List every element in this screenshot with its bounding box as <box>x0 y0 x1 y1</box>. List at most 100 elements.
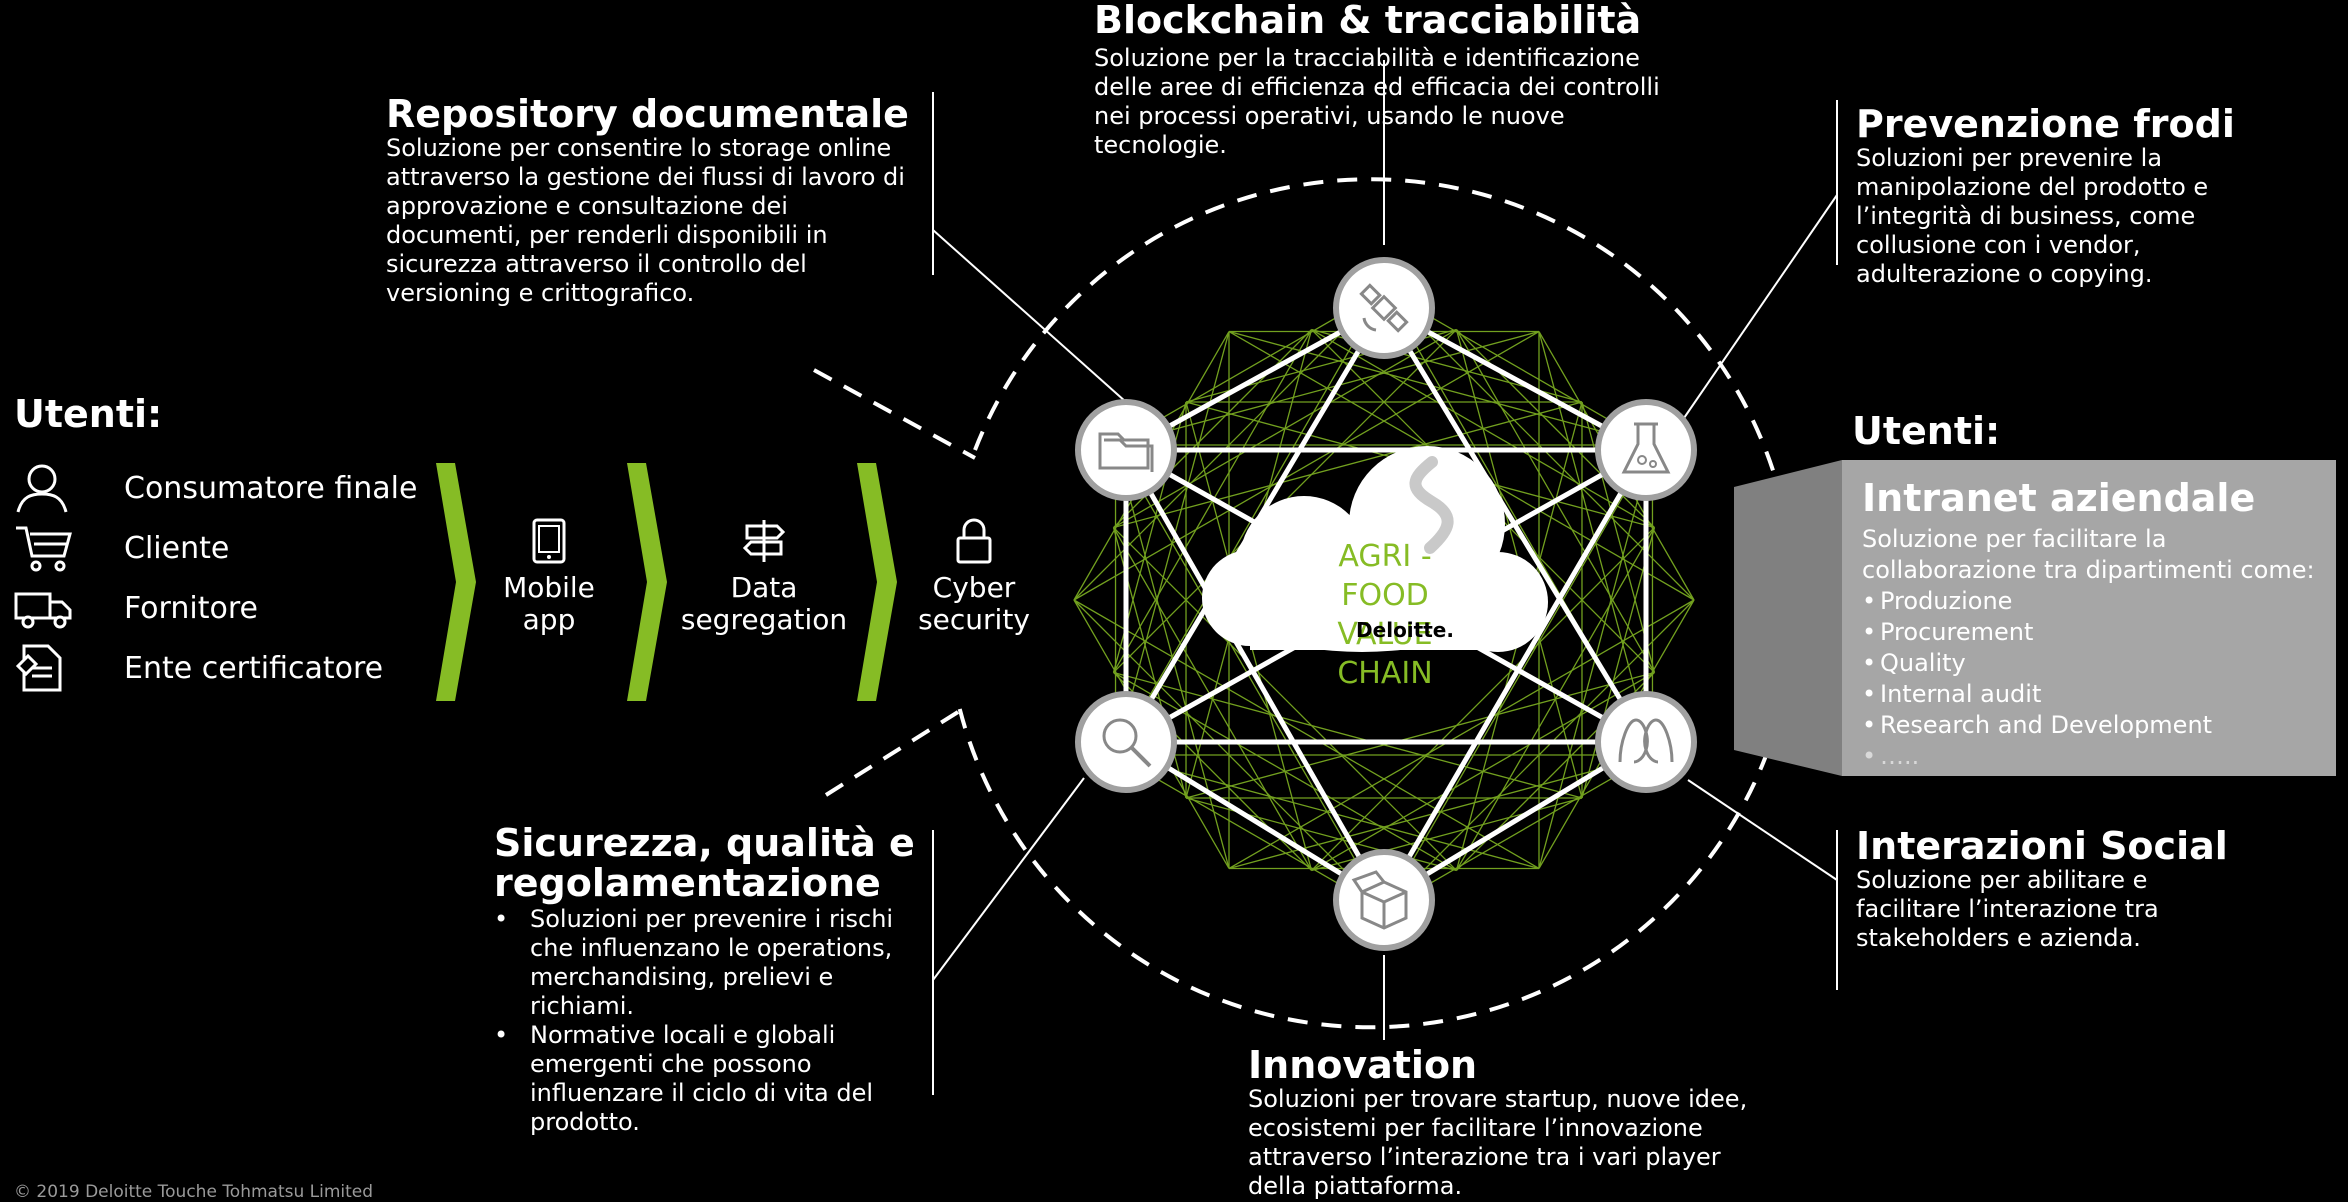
block-sicurezza: Sicurezza, qualità e regolamentazione So… <box>494 823 924 1137</box>
user-label: Ente certificatore <box>124 650 384 686</box>
mesh-line <box>1073 599 1540 870</box>
person-icon <box>14 458 78 518</box>
step-label-line2: app <box>522 603 576 636</box>
block-title-line2: regolamentazione <box>494 861 881 905</box>
bullet-item: Normative locali e globali emergenti che… <box>494 1021 924 1137</box>
block-title: Innovation <box>1248 1043 1478 1087</box>
block-repository: Repository documentale Soluzione per con… <box>386 94 926 308</box>
intranet-panel: Intranet aziendale Soluzione per facilit… <box>1842 460 2336 776</box>
body-line: tecnologie. <box>1094 131 1227 159</box>
mesh-line <box>1228 330 1653 446</box>
body-line: Normative locali e globali <box>530 1021 836 1049</box>
flask-icon <box>1595 399 1697 501</box>
block-body: Soluzioni per prevenire i rischi che inf… <box>494 905 924 1137</box>
deloitte-logo: Deloitte. <box>1356 618 1454 642</box>
bullet-item: Soluzioni per prevenire i rischi che inf… <box>494 905 924 1021</box>
left-users-list: Consumatore finale Cliente Fornitore Ent… <box>14 458 417 698</box>
network-nodes <box>1075 257 1697 951</box>
body-line: Soluzione per consentire lo storage onli… <box>386 134 892 162</box>
body-line: delle aree di efficienza ed efficacia de… <box>1094 73 1660 101</box>
body-line: merchandising, prelievi e <box>530 963 834 991</box>
people-icon <box>1595 691 1697 793</box>
step-label-line1: Cyber <box>932 571 1016 604</box>
spoke-line <box>1123 448 1387 902</box>
block-title-line1: Sicurezza, qualità e <box>494 821 915 865</box>
mesh-line <box>1228 599 1695 870</box>
intranet-title: Intranet aziendale <box>1862 476 2256 520</box>
folder-icon <box>1075 399 1177 501</box>
signpost-icon <box>742 520 786 562</box>
body-line: documenti, per renderli disponibili in <box>386 221 828 249</box>
body-line: sicurezza attraverso il controllo del <box>386 250 807 278</box>
satellite-icon <box>1333 257 1435 359</box>
department-item: Quality <box>1862 648 2316 679</box>
body-line: facilitare l’interazione tra <box>1856 895 2159 923</box>
block-innovation: Innovation Soluzioni per trovare startup… <box>1248 1045 1808 1201</box>
spoke-line <box>1381 448 1649 902</box>
block-prevenzione-frodi: Prevenzione frodi Soluzioni per prevenir… <box>1856 104 2296 289</box>
block-body: Soluzioni per prevenire la manipolazione… <box>1856 144 2296 289</box>
body-line: Soluzione per la tracciabilità e identif… <box>1094 44 1640 72</box>
mesh-line <box>1113 671 1583 799</box>
department-item: Research and Development <box>1862 710 2316 741</box>
block-body: Soluzione per consentire lo storage onli… <box>386 134 926 308</box>
search-icon <box>1075 691 1177 793</box>
body-line: Soluzione per facilitare la <box>1862 525 2167 553</box>
user-client: Cliente <box>14 518 417 578</box>
step-label-line1: Data <box>730 571 798 604</box>
body-line: prodotto. <box>530 1108 640 1136</box>
user-consumer: Consumatore finale <box>14 458 417 518</box>
department-item: ….. <box>1862 741 2316 772</box>
copyright: © 2019 Deloitte Touche Tohmatsu Limited <box>14 1182 374 1202</box>
mesh-line <box>1581 401 1656 673</box>
cart-icon <box>14 518 78 578</box>
body-line: emergenti che possono <box>530 1050 812 1078</box>
block-body: Soluzione per abilitare e facilitare l’i… <box>1856 866 2296 953</box>
intranet-body: Soluzione per facilitare la collaborazio… <box>1862 524 2316 772</box>
body-line: versioning e crittografico. <box>386 279 695 307</box>
intranet-trapezoid <box>1734 460 1842 776</box>
user-label: Cliente <box>124 530 230 566</box>
right-users-title: Utenti: <box>1852 409 2001 453</box>
mesh-line <box>1114 444 1385 911</box>
body-line: attraverso l’interazione tra i vari play… <box>1248 1143 1721 1171</box>
mesh-line <box>1113 527 1457 871</box>
dashed-funnel-top <box>813 368 976 460</box>
center-title-line2: VALUE CHAIN <box>1337 617 1433 691</box>
body-line: che influenzano le operations, <box>530 934 893 962</box>
mesh-line <box>1113 401 1583 529</box>
mesh-line <box>1383 444 1654 911</box>
body-line: influenzare il ciclo di vita del <box>530 1079 874 1107</box>
connector-lines <box>932 60 1838 1095</box>
body-line: stakeholders e azienda. <box>1856 924 2141 952</box>
left-users-title: Utenti: <box>14 392 163 436</box>
body-line: nei processi operativi, usando le nuove <box>1094 102 1565 130</box>
user-label: Fornitore <box>124 590 258 626</box>
department-list: Produzione Procurement Quality Internal … <box>1862 586 2316 772</box>
block-title: Repository documentale <box>386 92 909 136</box>
department-item: Procurement <box>1862 617 2316 648</box>
body-line: richiami. <box>530 992 634 1020</box>
block-blockchain: Blockchain & tracciabilità Soluzione per… <box>1094 0 1714 160</box>
road-icon <box>1409 456 1454 554</box>
body-line: Soluzioni per prevenire la <box>1856 144 2163 172</box>
chevrons <box>436 463 897 701</box>
step-mobile-app: Mobile app <box>486 518 612 636</box>
body-line: Soluzioni per prevenire i rischi <box>530 905 894 933</box>
mesh-line <box>1455 527 1656 871</box>
block-title: Interazioni Social <box>1856 824 2228 868</box>
user-supplier: Fornitore <box>14 578 417 638</box>
truck-icon <box>14 578 78 638</box>
body-line: manipolazione del prodotto e <box>1856 173 2209 201</box>
body-line: l’integrità di business, come <box>1856 202 2196 230</box>
block-body: Soluzione per la tracciabilità e identif… <box>1094 44 1714 160</box>
block-interazioni-social: Interazioni Social Soluzione per abilita… <box>1856 826 2296 953</box>
mesh-line <box>1311 527 1655 871</box>
user-label: Consumatore finale <box>124 470 418 506</box>
cloud-shape <box>1202 446 1548 652</box>
mesh-line <box>1115 330 1540 446</box>
body-line: collusione con i vendor, <box>1856 231 2141 259</box>
department-item: Produzione <box>1862 586 2316 617</box>
mesh-line <box>1114 289 1385 756</box>
